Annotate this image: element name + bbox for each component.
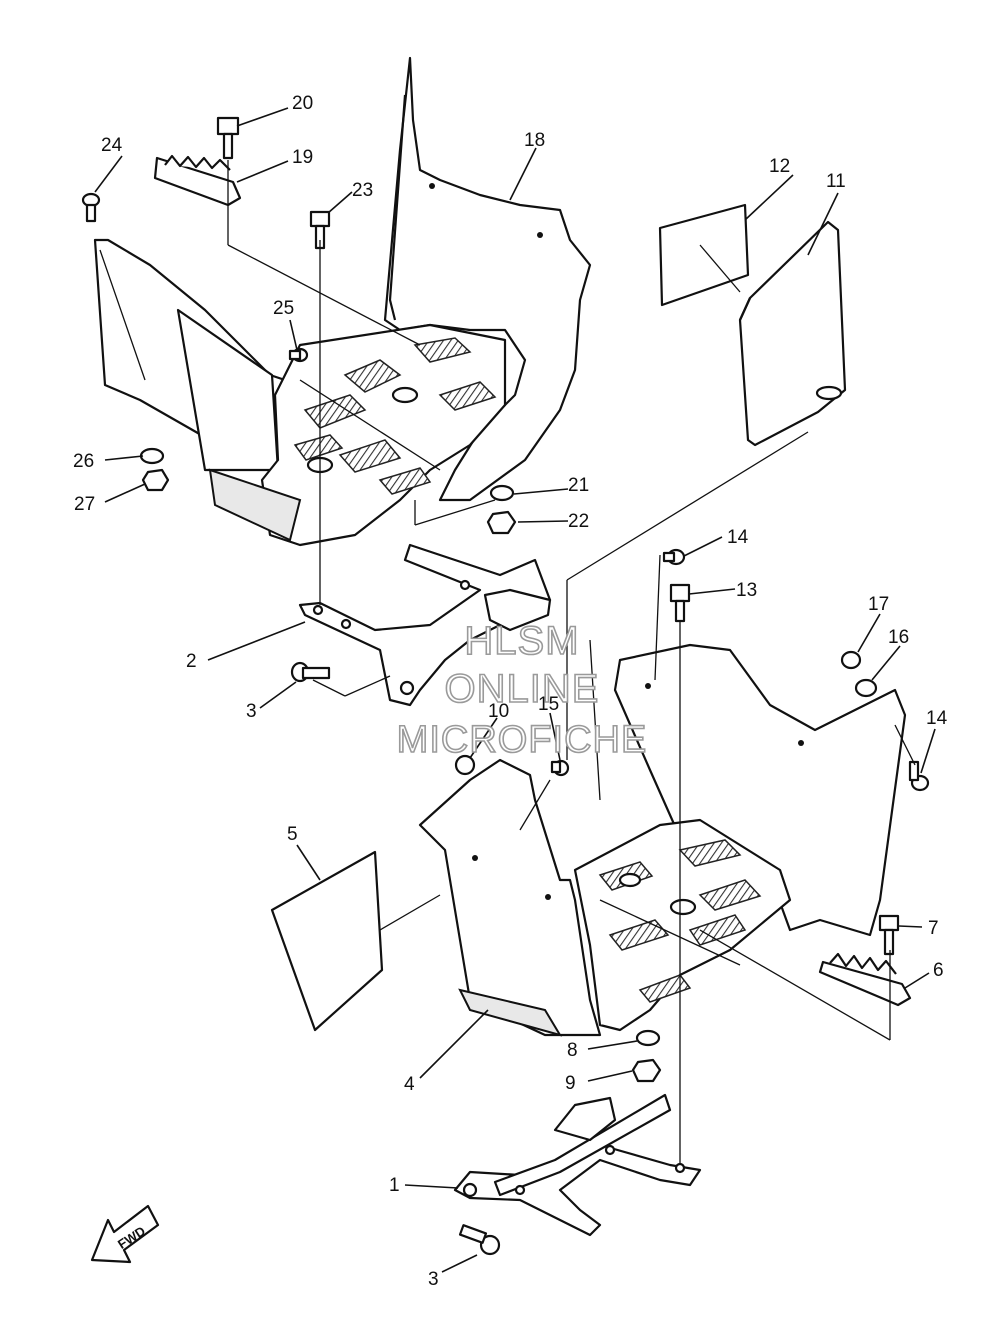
callout-15: 15 xyxy=(538,694,559,715)
callout-18: 18 xyxy=(524,130,545,151)
callout-4: 4 xyxy=(404,1074,415,1095)
callout-8: 8 xyxy=(567,1040,578,1061)
bolt-7 xyxy=(878,914,900,956)
watermark-line-2: ONLINE xyxy=(445,667,600,711)
bolt-13 xyxy=(669,583,691,623)
watermark-line-1: HLSM xyxy=(464,619,579,663)
screw-14-right xyxy=(908,760,930,792)
callout-16: 16 xyxy=(888,627,909,648)
callout-22: 22 xyxy=(568,511,589,532)
callout-23: 23 xyxy=(352,180,373,201)
nut-27 xyxy=(141,468,170,492)
callout-27: 27 xyxy=(74,494,95,515)
bolt-3-upper xyxy=(290,661,331,683)
side-cover-panel xyxy=(738,220,847,447)
bolt-23 xyxy=(309,210,331,250)
footpeg-plate-upper xyxy=(153,154,242,207)
callout-10: 10 xyxy=(488,701,509,722)
nut-22 xyxy=(486,510,517,535)
callout-13: 13 xyxy=(736,580,757,601)
callout-labels: 1 2 3 3 4 5 6 7 8 9 10 11 12 13 14 14 15… xyxy=(73,93,948,1290)
callout-14: 14 xyxy=(727,527,749,548)
stay-bracket-lower xyxy=(453,1093,702,1237)
callout-17: 17 xyxy=(868,594,889,615)
callout-7: 7 xyxy=(928,918,939,939)
callout-12: 12 xyxy=(769,156,790,177)
emblem-sticker xyxy=(658,203,750,307)
forward-direction-arrow: FWD xyxy=(90,1204,160,1264)
watermark: HLSM ONLINE MICROFICHE xyxy=(396,618,648,762)
caution-sticker xyxy=(270,850,384,1032)
watermark-line-3: MICROFICHE xyxy=(397,719,648,761)
bolt-3-lower xyxy=(458,1224,501,1256)
stay-bracket-upper xyxy=(298,543,552,707)
grommet-10 xyxy=(454,754,476,776)
callout-2: 2 xyxy=(186,651,197,672)
callout-6: 6 xyxy=(933,960,944,981)
nut-9 xyxy=(631,1058,662,1083)
callout-11: 11 xyxy=(826,171,846,192)
callout-3: 3 xyxy=(246,701,257,722)
washer-16 xyxy=(854,678,878,698)
screw-14-top xyxy=(662,548,686,566)
washer-21 xyxy=(489,484,515,502)
callout-21: 21 xyxy=(568,475,589,496)
footpeg-plate-lower xyxy=(818,952,912,1007)
leader-lines xyxy=(94,107,936,1273)
washer-8 xyxy=(635,1029,661,1047)
nut-17 xyxy=(840,650,862,670)
callout-25: 25 xyxy=(273,298,294,319)
screw-24 xyxy=(81,192,101,223)
bolt-20 xyxy=(216,116,240,160)
callout-1: 1 xyxy=(389,1175,400,1196)
callout-19: 19 xyxy=(292,147,313,168)
callout-20: 20 xyxy=(292,93,313,114)
callout-24: 24 xyxy=(101,135,123,156)
screw-15 xyxy=(550,759,570,777)
callout-14: 14 xyxy=(926,708,948,729)
callout-5: 5 xyxy=(287,824,298,845)
callout-9: 9 xyxy=(565,1073,576,1094)
footboard-lower xyxy=(573,818,792,1032)
callout-3: 3 xyxy=(428,1269,439,1290)
footrest-guard-lower-left xyxy=(418,758,602,1037)
callout-26: 26 xyxy=(73,451,94,472)
screw-25 xyxy=(288,347,309,363)
washer-26 xyxy=(139,447,165,465)
assembly-reference-lines xyxy=(227,160,916,1165)
